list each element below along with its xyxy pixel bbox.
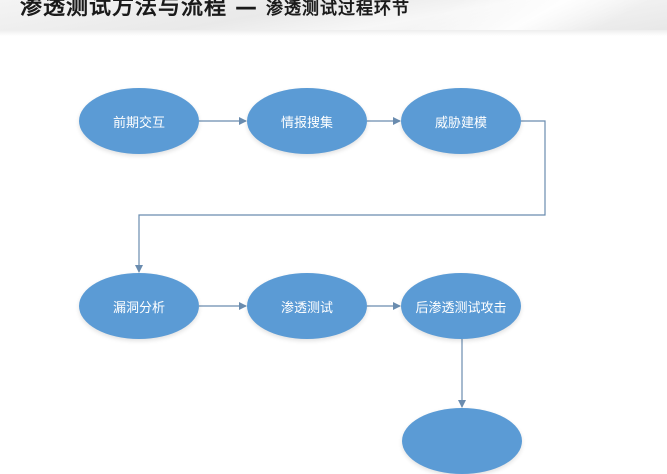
flow-node-post-exploitation: 后渗透测试攻击	[401, 273, 521, 339]
flow-node-vulnerability-analysis: 漏洞分析	[79, 273, 199, 339]
connector-3-4	[135, 120, 546, 273]
flow-node-intelligence-gathering: 情报搜集	[247, 88, 367, 154]
node-label: 威胁建模	[434, 115, 487, 131]
slide-header: 渗透测试方法与流程 — 渗透测试过程环节	[0, 0, 667, 36]
node-label: 前期交互	[112, 115, 165, 131]
title-subtitle: 渗透测试过程环节	[266, 0, 411, 19]
node-label: 后渗透测试攻击	[415, 300, 507, 316]
slide-title: 渗透测试方法与流程 — 渗透测试过程环节	[20, 0, 410, 21]
node-label: 渗透测试	[280, 300, 333, 316]
flow-node-pre-engagement: 前期交互	[79, 88, 199, 154]
title-main: 渗透测试方法与流程	[20, 0, 228, 20]
flow-node-exploitation: 渗透测试	[247, 273, 367, 339]
flow-connectors	[135, 117, 546, 408]
flow-node-reporting	[402, 408, 522, 474]
flow-node-threat-modeling: 威胁建模	[401, 88, 521, 154]
node-label: 漏洞分析	[112, 300, 165, 316]
title-separator: —	[235, 0, 259, 20]
node-label: 情报搜集	[280, 115, 333, 131]
